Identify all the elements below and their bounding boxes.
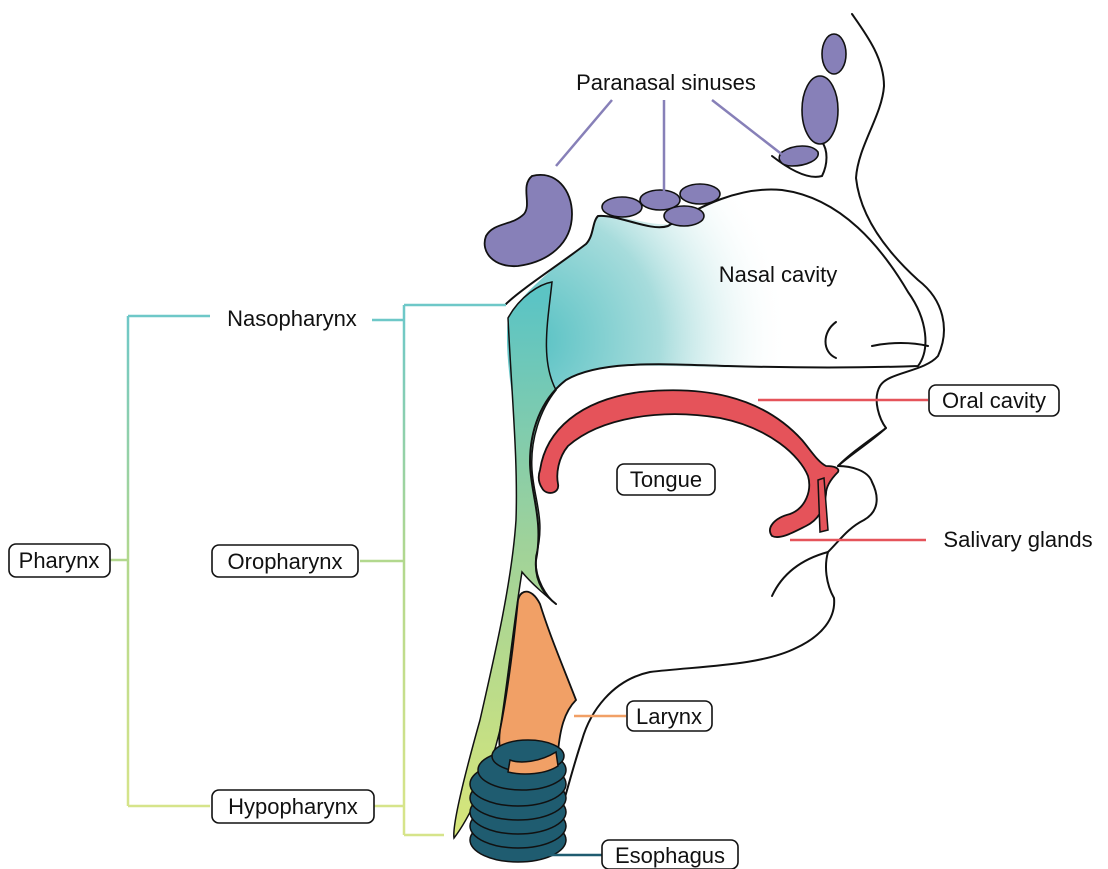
hypopharynx-label: Hypopharynx [228, 794, 358, 819]
sinus-sphenoid [485, 175, 572, 266]
esophagus-label: Esophagus [615, 843, 725, 868]
sinus-ethmoid-3 [680, 184, 720, 204]
salivary-glands-label: Salivary glands [943, 527, 1092, 552]
chin-curve [772, 552, 828, 596]
oropharynx-label: Oropharynx [228, 549, 343, 574]
sinus-ethmoid-4 [664, 206, 704, 226]
sinus-frontal [802, 76, 838, 144]
sinus-pointer-1 [556, 100, 612, 166]
nasal-cavity-label: Nasal cavity [719, 262, 838, 287]
pharynx-bracket [110, 316, 210, 806]
sinus-pointer-3 [712, 100, 784, 156]
nasopharynx-label: Nasopharynx [227, 306, 357, 331]
tongue-label: Tongue [630, 467, 702, 492]
sinus-frontal-top [822, 34, 846, 74]
sinus-ethmoid-1 [602, 197, 642, 217]
sinus-maxillary [779, 146, 818, 166]
larynx-label: Larynx [636, 704, 702, 729]
paranasal-sinuses-label: Paranasal sinuses [576, 70, 756, 95]
lip-line [838, 428, 886, 466]
oral-cavity-label: Oral cavity [942, 388, 1046, 413]
pharynx-label: Pharynx [19, 548, 100, 573]
